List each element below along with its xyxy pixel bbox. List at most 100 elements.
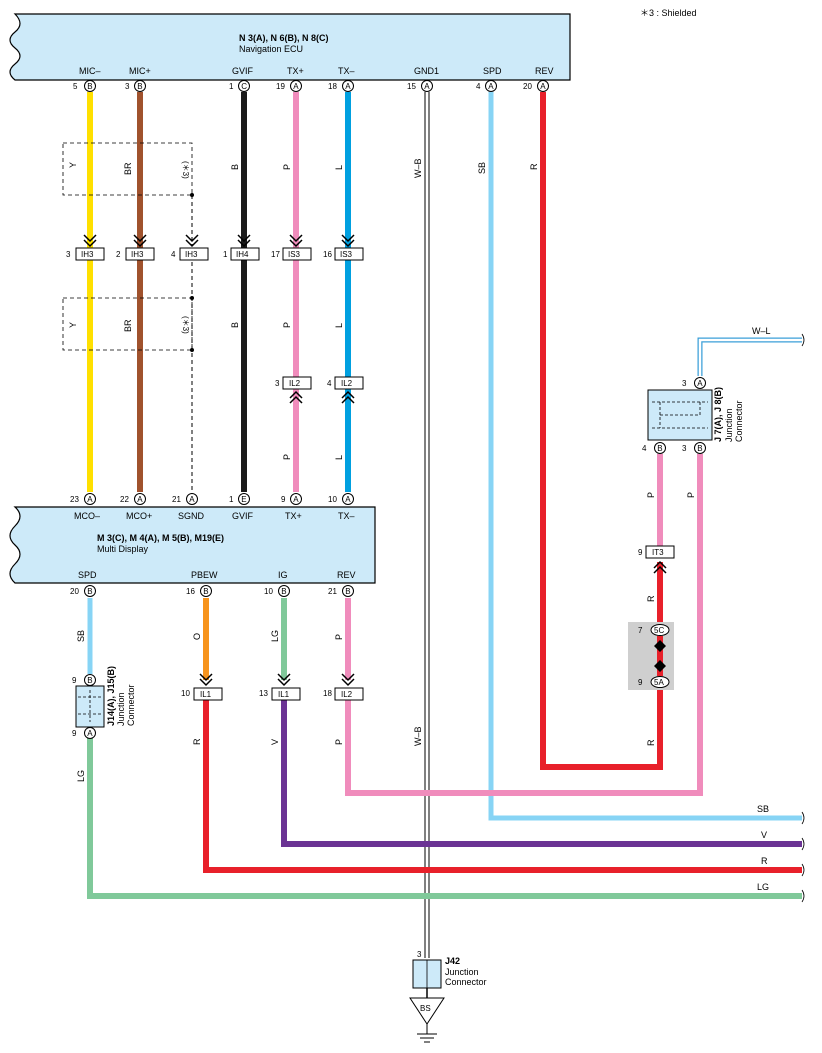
svg-text:3: 3 xyxy=(275,379,280,388)
svg-text:A: A xyxy=(345,82,351,91)
pin-tx-plus: 19 A xyxy=(276,80,302,92)
svg-text:5A: 5A xyxy=(654,678,664,687)
svg-text:A: A xyxy=(189,495,195,504)
svg-text:B: B xyxy=(87,676,92,685)
shield-box-upper xyxy=(62,142,193,196)
svg-text:B: B xyxy=(345,587,350,596)
svg-text:7: 7 xyxy=(638,626,643,635)
svg-text:19: 19 xyxy=(276,82,285,91)
pin-name-tx-minus: TX– xyxy=(338,66,355,76)
j7-title: J 7(A), J 8(B) xyxy=(713,387,723,442)
label-p-5: P xyxy=(334,739,344,745)
label-l-2: L xyxy=(334,323,344,328)
wire-r-pbew xyxy=(203,700,802,873)
label-r-right: R xyxy=(761,856,768,866)
label-p-3: P xyxy=(282,454,292,460)
md-pin-name-tx-plus: TX+ xyxy=(285,511,302,521)
svg-text:10: 10 xyxy=(328,495,337,504)
label-v-right: V xyxy=(761,830,767,840)
svg-text:20: 20 xyxy=(70,587,79,596)
svg-text:IS3: IS3 xyxy=(340,250,353,259)
label-r-2: R xyxy=(192,738,202,745)
svg-text:A: A xyxy=(87,729,93,738)
shielded-note: ＊3 : Shielded xyxy=(640,8,697,18)
svg-text:18: 18 xyxy=(323,689,332,698)
j7-pin-out-1: 4 B xyxy=(642,442,666,454)
label-r-it3: R xyxy=(646,595,656,602)
splice-5c-5a: 7 5C 9 5A xyxy=(628,622,674,690)
label-p-4: P xyxy=(334,634,344,640)
svg-text:IH3: IH3 xyxy=(81,250,94,259)
wire-labels-top: Y BR B P L W–B SB R Y BR B P L P L xyxy=(68,158,539,460)
svg-text:IT3: IT3 xyxy=(652,548,664,557)
svg-text:IL1: IL1 xyxy=(278,690,290,699)
label-o: O xyxy=(192,633,202,640)
label-wb-2: W–B xyxy=(413,726,423,746)
label-y-2: Y xyxy=(68,322,78,328)
label-br-2: BR xyxy=(123,319,133,332)
md-pin-name-gvif: GVIF xyxy=(232,511,254,521)
label-wl: W–L xyxy=(752,326,771,336)
label-p-1: P xyxy=(282,164,292,170)
svg-text:IH3: IH3 xyxy=(185,250,198,259)
label-lg-right: LG xyxy=(757,882,769,892)
label-lg-1: LG xyxy=(270,630,280,642)
svg-text:B: B xyxy=(281,587,286,596)
svg-text:17: 17 xyxy=(271,250,280,259)
j14-pin-in: 9 B xyxy=(72,674,96,686)
wire-v xyxy=(281,700,802,847)
label-r-1: R xyxy=(529,163,539,170)
svg-text:B: B xyxy=(87,82,92,91)
pin-name-tx-plus: TX+ xyxy=(287,66,304,76)
svg-text:16: 16 xyxy=(323,250,332,259)
svg-text:9: 9 xyxy=(72,676,77,685)
ground-triangle xyxy=(409,997,445,1025)
svg-text:16: 16 xyxy=(186,587,195,596)
label-l-1: L xyxy=(334,165,344,170)
md-pin-spd: 20 B xyxy=(70,585,96,597)
multi-display-box xyxy=(9,506,376,584)
wire-wl-outer xyxy=(697,337,802,376)
wire-p-j7-2 xyxy=(345,454,703,796)
junction-j7-j8: W–L 3 A 4 B 3 B J 7(A), J 8(B) Junction … xyxy=(642,326,802,454)
j42-subtitle1: Junction xyxy=(445,967,479,977)
md-pin-name-tx-minus: TX– xyxy=(338,511,355,521)
wire-r-rev xyxy=(540,92,663,770)
svg-text:10: 10 xyxy=(181,689,190,698)
svg-text:2: 2 xyxy=(116,250,121,259)
label-sb-1: SB xyxy=(477,162,487,174)
label-p-j7-1: P xyxy=(646,492,656,498)
svg-text:1: 1 xyxy=(229,495,234,504)
svg-text:5: 5 xyxy=(73,82,78,91)
connector-row-il2: 3 IL2 4 IL2 xyxy=(275,376,364,404)
label-sb-2: SB xyxy=(76,630,86,642)
svg-text:20: 20 xyxy=(523,82,532,91)
svg-text:3: 3 xyxy=(66,250,71,259)
navigation-ecu: N 3(A), N 6(B), N 8(C) Navigation ECU MI… xyxy=(9,13,571,81)
svg-text:A: A xyxy=(424,82,430,91)
label-sb-right: SB xyxy=(757,804,769,814)
shield-dot-lower-1 xyxy=(190,296,194,300)
wire-break-marks xyxy=(801,333,805,903)
j7-subtitle1: Junction xyxy=(724,408,734,442)
svg-text:A: A xyxy=(293,495,299,504)
junction-j14-j15: 9 B 9 A J14(A), J15(B) Junction Connecto… xyxy=(72,666,136,739)
svg-text:A: A xyxy=(293,82,299,91)
j14-pin-out: 9 A xyxy=(72,727,96,739)
svg-text:B: B xyxy=(87,587,92,596)
label-br-1: BR xyxy=(123,162,133,175)
j7-pin-out-2: 3 B xyxy=(682,442,706,454)
connector-ih3-1: 3 IH3 xyxy=(66,234,105,261)
navigation-ecu-subtitle: Navigation ECU xyxy=(239,44,303,54)
svg-text:4: 4 xyxy=(171,250,176,259)
svg-text:IH3: IH3 xyxy=(131,250,144,259)
